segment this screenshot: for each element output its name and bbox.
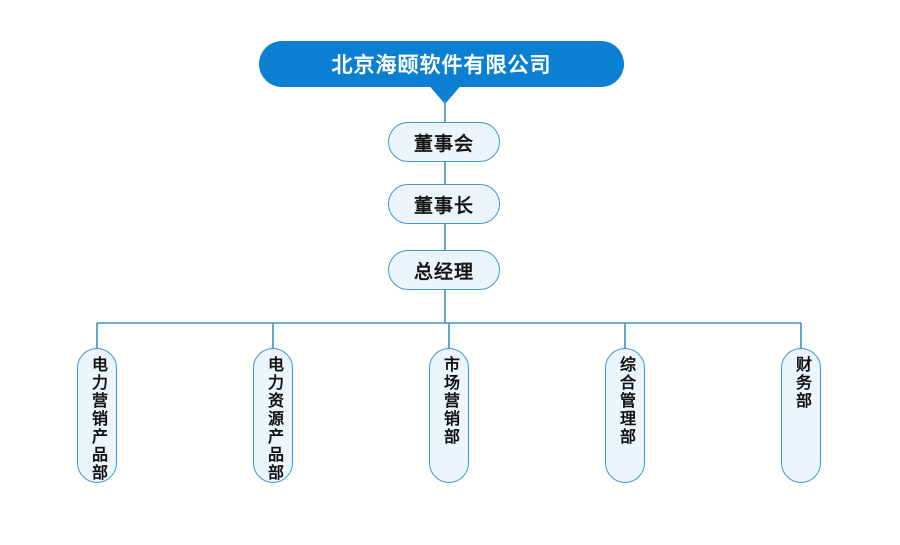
org-node-company: 北京海颐软件有限公司 xyxy=(259,41,624,87)
dept-label: 综合管理部 xyxy=(617,356,634,446)
org-node-dept-power-marketing-products: 电力营销产品部 xyxy=(77,348,117,483)
org-node-chairman: 董事长 xyxy=(388,184,500,224)
board-label: 董事会 xyxy=(413,133,474,155)
dept-label: 电力资源产品部 xyxy=(265,356,282,482)
dept-label: 电力营销产品部 xyxy=(89,356,106,482)
general-manager-label: 总经理 xyxy=(413,261,474,283)
org-node-dept-general-management: 综合管理部 xyxy=(605,348,645,483)
dept-label: 财务部 xyxy=(793,356,810,410)
org-node-dept-power-resource-products: 电力资源产品部 xyxy=(253,348,293,483)
org-node-dept-finance: 财务部 xyxy=(781,348,821,483)
company-name-label: 北京海颐软件有限公司 xyxy=(331,54,552,77)
root-pointer-triangle xyxy=(426,82,464,104)
chairman-label: 董事长 xyxy=(413,195,474,217)
org-node-board: 董事会 xyxy=(388,122,500,162)
org-node-dept-marketing: 市场营销部 xyxy=(429,348,469,483)
dept-label: 市场营销部 xyxy=(441,356,458,446)
org-node-general-manager: 总经理 xyxy=(388,250,500,290)
